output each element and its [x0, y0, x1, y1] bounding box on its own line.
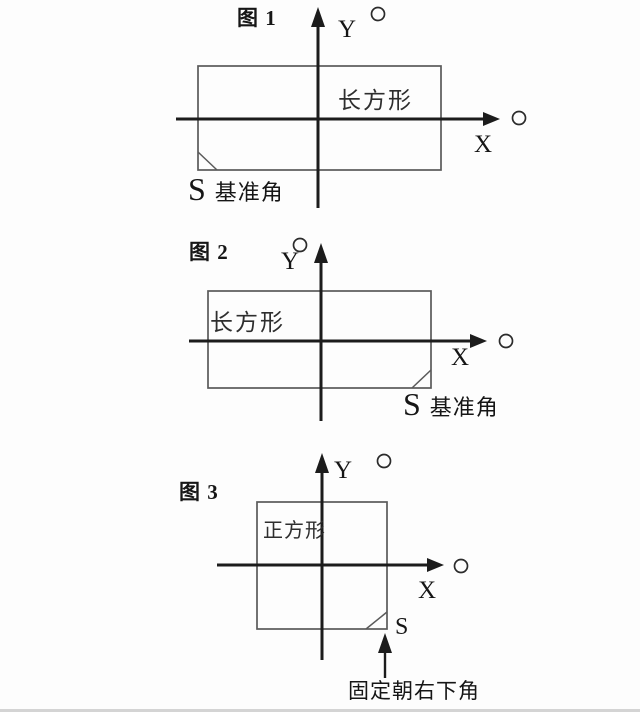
figure-3-pointer-arrowhead-icon	[378, 633, 392, 653]
figure-2-graphics	[189, 237, 514, 421]
figure-1-x-axis-label: X	[474, 131, 493, 158]
figure-3-y-axis-label: Y	[334, 457, 353, 484]
figure-2-title: 图 2	[189, 240, 229, 264]
figure-2-shape-label: 长方形	[210, 310, 285, 335]
figure-1-graphics	[176, 6, 527, 208]
figure-3-datum-corner-chamfer	[365, 611, 388, 630]
figure-2-x-axis-arrowhead-icon	[470, 334, 487, 348]
figure-2-datum-marker: S	[403, 386, 421, 422]
page-bottom-edge	[0, 709, 640, 712]
figure-1-x-axis-arrowhead-icon	[483, 112, 500, 126]
figure-3-graphics	[217, 453, 469, 678]
figure-1-right-circle-marker-icon	[511, 110, 527, 126]
figure-3-top-circle-marker-icon	[376, 453, 392, 469]
figure-3-datum-marker: S	[395, 614, 409, 640]
figure-1-datum-text: 基准角	[214, 180, 284, 205]
figure-1-y-axis-arrowhead-icon	[311, 7, 325, 27]
figure-1-top-circle-marker-icon	[370, 6, 386, 22]
figure-1-datum-corner-chamfer	[197, 151, 218, 171]
figure-1-shape-label: 长方形	[338, 88, 413, 113]
figure-3-x-axis-arrowhead-icon	[427, 558, 444, 572]
figure-1-datum-corner-caption: S 基准角	[188, 171, 284, 207]
figure-3-shape-label: 正方形	[263, 520, 326, 542]
figure-3-right-circle-marker-icon	[453, 558, 469, 574]
figure-2-right-circle-marker-icon	[498, 333, 514, 349]
figure-2-datum-corner-caption: S 基准角	[403, 386, 499, 422]
figure-2-datum-text: 基准角	[429, 395, 499, 420]
figure-2-y-axis-label: Y	[281, 248, 300, 275]
figure-2-x-axis-label: X	[451, 344, 470, 371]
figure-1-y-axis-label: Y	[338, 16, 357, 43]
figure-2-y-axis-arrowhead-icon	[314, 243, 328, 263]
figure-3-x-axis-label: X	[418, 577, 437, 604]
figure-1-datum-marker: S	[188, 171, 206, 207]
figure-2-top-circle-marker-icon	[292, 237, 308, 253]
figure-3-pointer-annotation: 固定朝右下角	[348, 679, 480, 703]
figure-1-title: 图 1	[237, 6, 277, 30]
figure-2-datum-corner-chamfer	[411, 369, 432, 389]
figure-3-y-axis-arrowhead-icon	[315, 453, 329, 473]
figure-3-title: 图 3	[179, 480, 219, 504]
